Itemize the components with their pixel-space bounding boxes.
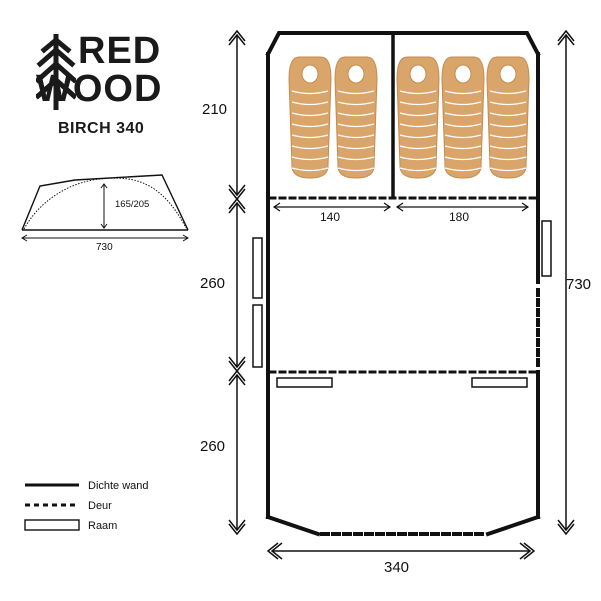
tent-walls (265, 31, 541, 537)
dimension-width: 340 (384, 559, 409, 576)
sleeping-bag-right-1 (396, 56, 440, 179)
brand-word-wood: WOOD (36, 68, 163, 110)
legend: Dichte wand Deur Raam (24, 480, 149, 532)
sleeping-bag-right-3 (486, 56, 530, 179)
side-view-height-label: 165/205 (115, 199, 149, 210)
side-view-frame (23, 177, 187, 230)
dimension-total-length: 730 (566, 276, 591, 293)
total-length-arrow (557, 29, 575, 536)
windows (252, 220, 552, 388)
dimension-bedroom-right: 180 (449, 210, 469, 224)
legend-label-window: Raam (88, 520, 117, 532)
sleeping-bag-left-1 (288, 56, 332, 179)
window-left-lower (252, 304, 263, 368)
legend-label-solid: Dichte wand (88, 480, 149, 492)
window-front-right (471, 377, 528, 388)
brand-word-red: RED (78, 30, 162, 72)
window-right (541, 220, 552, 277)
dimension-section-1: 210 (202, 101, 227, 118)
bedroom-dimension-arrows (272, 202, 530, 212)
legend-label-dashed: Deur (88, 500, 112, 512)
dimension-section-2: 260 (200, 275, 225, 292)
tree-logo-icon (36, 34, 76, 110)
brand-logo: RED WOOD (36, 32, 176, 112)
left-dimension-arrows (228, 29, 246, 536)
width-arrow (266, 542, 536, 560)
side-view-outline (21, 174, 189, 231)
window-front-left (276, 377, 333, 388)
sleeping-bag-left-2 (334, 56, 378, 179)
window-left-upper (252, 237, 263, 299)
side-view-length-label: 730 (96, 242, 113, 253)
model-name: BIRCH 340 (58, 120, 145, 137)
dimension-bedroom-left: 140 (320, 210, 340, 224)
dimension-section-3: 260 (200, 438, 225, 455)
sleeping-bag-right-2 (441, 56, 485, 179)
side-view: 165/205 730 (21, 174, 189, 253)
sleeping-bags (288, 56, 530, 179)
legend-window-box (24, 519, 80, 531)
